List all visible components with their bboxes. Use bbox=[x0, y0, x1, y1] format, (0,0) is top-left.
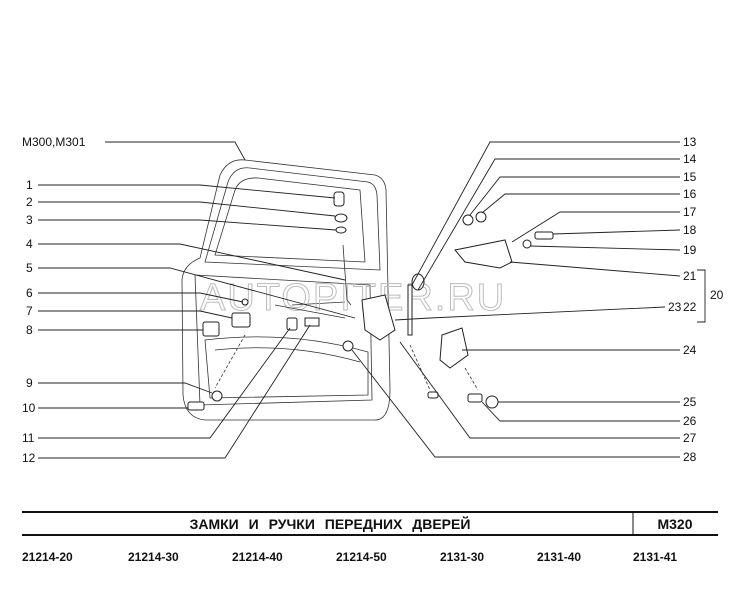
callout-28: 28 bbox=[683, 450, 697, 464]
callout-10: 10 bbox=[22, 401, 36, 415]
callout-14: 14 bbox=[683, 152, 697, 166]
model-code: 21214-50 bbox=[336, 550, 387, 564]
callout-8: 8 bbox=[26, 323, 33, 337]
callout-15: 15 bbox=[683, 170, 697, 184]
callout-7: 7 bbox=[26, 304, 33, 318]
callout-27: 27 bbox=[683, 431, 697, 445]
callout-21: 21 bbox=[683, 269, 697, 283]
models-label: M300,M301 bbox=[22, 135, 86, 149]
callout-6: 6 bbox=[26, 286, 33, 300]
title-block: ЗАМКИ И РУЧКИ ПЕРЕДНИХ ДВЕРЕЙ M320 21214… bbox=[22, 511, 718, 564]
callout-2: 2 bbox=[26, 195, 33, 209]
model-code: 2131-40 bbox=[537, 550, 581, 564]
callout-16: 16 bbox=[683, 187, 697, 201]
callout-9: 9 bbox=[26, 376, 33, 390]
callout-17: 17 bbox=[683, 205, 697, 219]
callout-25: 25 bbox=[683, 395, 697, 409]
sheet-title: ЗАМКИ И РУЧКИ ПЕРЕДНИХ ДВЕРЕЙ bbox=[190, 515, 471, 532]
callout-13: 13 bbox=[683, 135, 697, 149]
callout-20: 20 bbox=[710, 288, 724, 302]
model-code: 2131-30 bbox=[440, 550, 484, 564]
leader-lines bbox=[38, 141, 706, 459]
callout-11: 11 bbox=[22, 431, 35, 445]
callout-5: 5 bbox=[26, 261, 33, 275]
model-code: 21214-30 bbox=[128, 550, 179, 564]
left-callouts: 1 2 3 4 5 6 7 8 9 10 11 12 bbox=[22, 178, 36, 465]
sheet-code: M320 bbox=[657, 516, 692, 532]
right-callouts: 13 14 15 16 17 18 19 21 20 23 22 24 25 2… bbox=[668, 135, 724, 464]
callout-24: 24 bbox=[683, 343, 697, 357]
callout-18: 18 bbox=[683, 223, 697, 237]
model-code: 2131-41 bbox=[633, 550, 677, 564]
callout-12: 12 bbox=[22, 451, 36, 465]
model-code: 21214-40 bbox=[232, 550, 283, 564]
callout-1: 1 bbox=[26, 178, 33, 192]
model-code: 21214-20 bbox=[22, 550, 73, 564]
door-drawing bbox=[181, 159, 391, 421]
callout-3: 3 bbox=[26, 213, 33, 227]
watermark: AUTOPITER.RU bbox=[200, 277, 506, 319]
callout-19: 19 bbox=[683, 243, 697, 257]
callout-26: 26 bbox=[683, 414, 697, 428]
callout-22: 22 bbox=[683, 300, 697, 314]
callout-4: 4 bbox=[26, 237, 33, 251]
callout-23: 23 bbox=[668, 300, 682, 314]
